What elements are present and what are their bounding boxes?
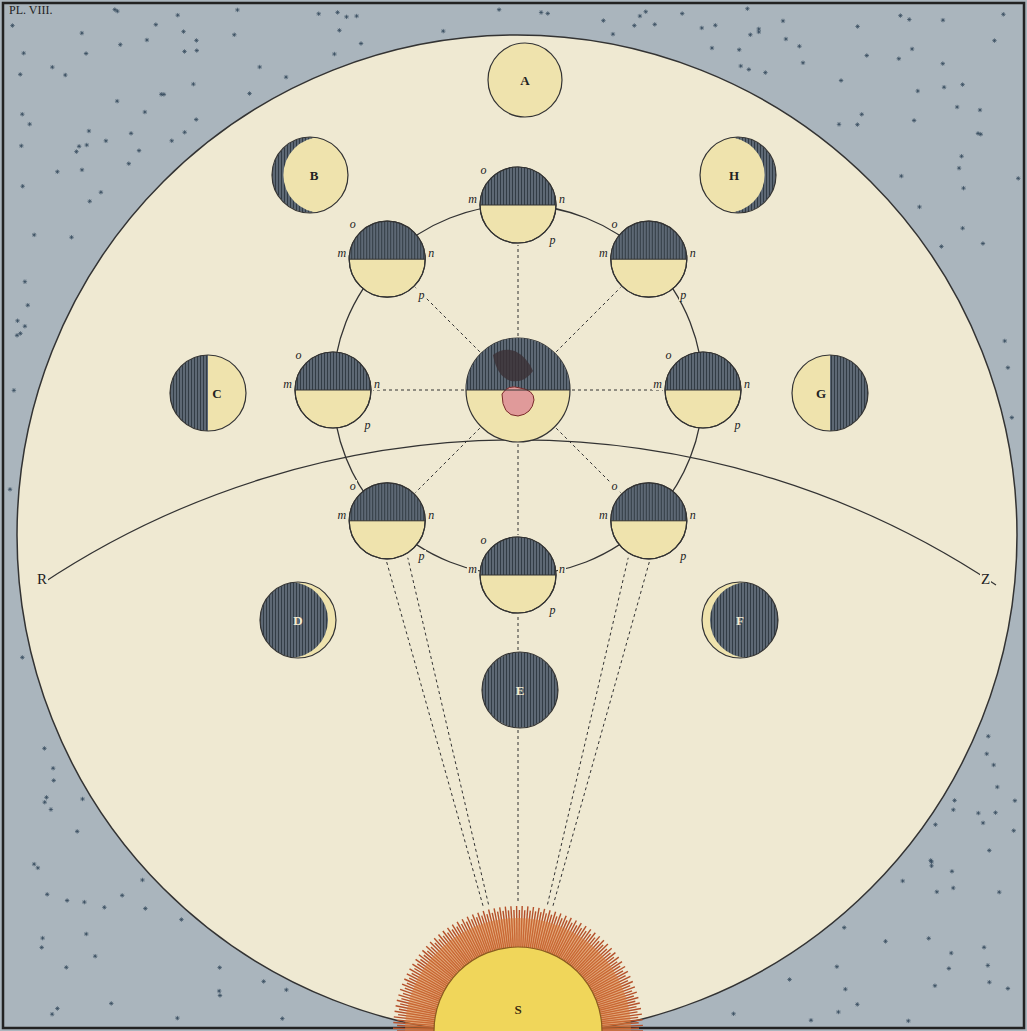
moon-phase: F: [702, 582, 778, 658]
point-letter: p: [679, 289, 687, 301]
point-letter: o: [349, 480, 357, 492]
sight-line: [416, 428, 480, 492]
orbit-moon: [295, 352, 371, 428]
point-letter: m: [467, 563, 478, 575]
sight-line: [518, 245, 519, 336]
sight-line: [556, 428, 620, 492]
point-letter: o: [611, 218, 619, 230]
point-letter: m: [652, 378, 663, 390]
point-letter: n: [427, 247, 435, 259]
point-letter: o: [295, 349, 303, 361]
orbit-moon: [611, 221, 687, 297]
point-letter: p: [548, 234, 556, 246]
sight-line: [518, 730, 519, 901]
sight-line: [548, 558, 629, 905]
orbit-moon: [349, 221, 425, 297]
moon-phase: E: [482, 652, 558, 728]
earth: [466, 338, 570, 442]
point-letter: p: [733, 419, 741, 431]
point-letter: p: [418, 289, 426, 301]
phase-letter: C: [212, 387, 221, 400]
point-letter: m: [337, 509, 348, 521]
phase-letter: E: [516, 684, 525, 697]
moon-phase: A: [488, 43, 562, 117]
point-letter: p: [679, 550, 687, 562]
point-letter: n: [689, 247, 697, 259]
sight-line: [408, 558, 489, 905]
orbit-moon: [480, 537, 556, 613]
point-letter: o: [611, 480, 619, 492]
sight-line: [518, 615, 519, 650]
point-letter: o: [480, 534, 488, 546]
phase-letter: S: [514, 1003, 521, 1016]
sight-line: [556, 288, 620, 352]
point-letter: p: [548, 604, 556, 616]
sight-line: [416, 288, 480, 352]
plate-number: PL. VIII.: [8, 4, 53, 16]
point-letter: n: [373, 378, 381, 390]
point-letter: n: [427, 509, 435, 521]
point-letter: m: [282, 378, 293, 390]
phase-letter: D: [293, 614, 302, 627]
moon-phase: B: [272, 137, 348, 213]
horizon-letter: R: [36, 572, 48, 587]
point-letter: o: [480, 164, 488, 176]
point-letter: m: [337, 247, 348, 259]
point-letter: p: [363, 419, 371, 431]
phase-letter: G: [816, 387, 826, 400]
point-letter: n: [743, 378, 751, 390]
moon-phase: D: [260, 582, 336, 658]
sun: S: [393, 906, 643, 1031]
sight-line: [385, 557, 483, 905]
orbit-moon: [349, 483, 425, 559]
point-letter: n: [689, 509, 697, 521]
point-letter: o: [665, 349, 673, 361]
point-letter: o: [349, 218, 357, 230]
moon-shape: [170, 355, 246, 431]
sight-line: [373, 390, 464, 391]
point-letter: n: [558, 193, 566, 205]
horizon-letter: Z: [980, 572, 991, 587]
point-letter: p: [418, 550, 426, 562]
orbit-moon: [665, 352, 741, 428]
point-letter: m: [467, 193, 478, 205]
moon-phase: G: [792, 355, 868, 431]
phase-letter: A: [520, 74, 529, 87]
moon-phase: C: [170, 355, 246, 431]
orbit-moon: [611, 483, 687, 559]
sight-line: [572, 390, 663, 391]
point-letter: m: [598, 509, 609, 521]
orbit-moon: [480, 167, 556, 243]
point-letter: n: [558, 563, 566, 575]
phase-letter: H: [729, 169, 739, 182]
point-letter: m: [598, 247, 609, 259]
sight-line: [553, 557, 651, 905]
moon-phase: H: [700, 137, 776, 213]
phase-letter: F: [736, 614, 744, 627]
phase-letter: B: [310, 169, 319, 182]
moon-shape: [792, 355, 868, 431]
sight-line: [518, 444, 519, 535]
